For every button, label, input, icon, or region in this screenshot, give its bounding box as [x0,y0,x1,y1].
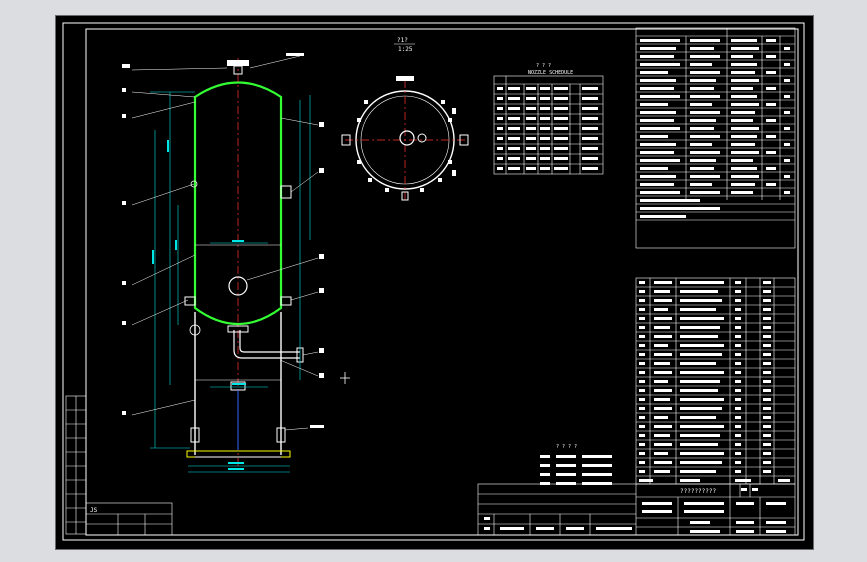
side-nozzle-left [184,296,196,306]
section-mark [340,372,350,384]
leader-bubbles [122,53,324,428]
design-data-cells [640,39,790,218]
vessel-front-view [184,58,304,470]
parts-list-rows [636,286,795,477]
base-ring [186,450,291,458]
top-view-label: ?1? [397,37,408,44]
left-box-label: JS [90,507,98,514]
top-view-scale: 1:25 [398,46,413,53]
nozzle-schedule-table [493,75,604,175]
vessel-top-view [341,76,469,201]
dimension-labels [152,140,246,470]
title-block-drawing-name: ?????????? [680,488,717,495]
drawing-inner-frame [85,28,799,536]
top-view-manhole [399,130,415,146]
bottom-outlet-pipe [233,330,300,359]
nozzle-schedule-cells [497,87,598,170]
title-block-cells [484,488,786,533]
notes-title: ? ? ? ? [556,444,577,450]
left-bottom-box [85,502,173,536]
top-view-nozzle-n [396,76,414,81]
manhole [228,276,248,296]
left-revision-strip [65,395,87,535]
nozzle-schedule-title: NOZZLE SCHEDULE [528,70,573,76]
design-data-table [635,27,796,249]
side-nozzle-right [280,185,292,199]
top-nozzle [227,60,249,66]
title-block [477,483,796,536]
parts-list-cells [639,281,790,482]
vessel-shell [193,81,283,325]
nozzle-schedule-title-marks: ? ? ? [536,63,551,69]
notes-lines [540,455,612,485]
leader-lines [131,55,319,431]
drawing-outer-frame [62,22,805,541]
dimension-lines [150,91,311,473]
